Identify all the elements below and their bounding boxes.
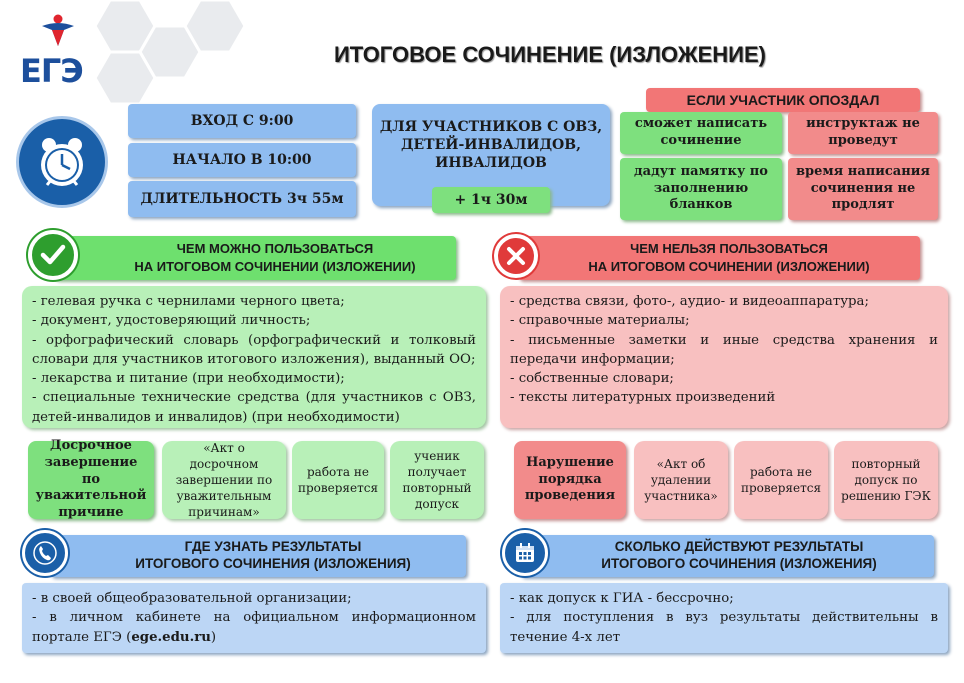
early-completion-act: «Акт о досрочном завершении по уважитель… xyxy=(162,441,286,519)
violation-title: Нарушение порядка проведения xyxy=(514,441,626,519)
forbidden-item: - собственные словари; xyxy=(510,371,674,387)
allowed-header-line-1: ЧЕМ МОЖНО ПОЛЬЗОВАТЬСЯ xyxy=(176,240,374,256)
early-completion-title: Досрочное завершение по уважительной при… xyxy=(28,438,154,520)
cross-badge xyxy=(494,234,538,278)
check-badge xyxy=(28,230,78,280)
results-valid-header-line-2: ИТОГОВОГО СОЧИНЕНИЯ (ИЗЛОЖЕНИЯ) xyxy=(601,555,877,571)
start-time: НАЧАЛО В 10:00 xyxy=(128,143,356,177)
late-can-write: сможет написать сочинение xyxy=(620,112,782,154)
alarm-clock-icon xyxy=(41,138,83,186)
late-header: ЕСЛИ УЧАСТНИК ОПОЗДАЛ xyxy=(646,88,920,112)
violation-retake: повторный допуск по решению ГЭК xyxy=(834,441,938,519)
page-title: ИТОГОВОЕ СОЧИНЕНИЕ (ИЗЛОЖЕНИЕ) xyxy=(333,42,766,67)
late-memo: дадут памятку по заполнению бланков xyxy=(620,158,782,220)
results-valid-header-line-1: СКОЛЬКО ДЕЙСТВУЮТ РЕЗУЛЬТАТЫ xyxy=(614,538,864,554)
logo-figure-icon xyxy=(42,14,74,46)
allowed-item: - орфографический словарь (орфографическ… xyxy=(32,332,476,367)
forbidden-item: - справочные материалы; xyxy=(510,313,690,329)
allowed-item: - документ, удостоверяющий личность; xyxy=(32,313,311,329)
forbidden-item: - тексты литературных произведений xyxy=(510,390,776,406)
violation-not-checked: работа не проверяется xyxy=(734,441,828,519)
portal-link[interactable]: ege.edu.ru xyxy=(131,629,211,645)
early-not-checked: работа не проверяется xyxy=(292,441,384,519)
extra-time-badge: + 1ч 30м xyxy=(432,187,550,213)
results-where-header-line-2: ИТОГОВОГО СОЧИНЕНИЯ (ИЗЛОЖЕНИЯ) xyxy=(135,555,411,571)
results-valid-header: СКОЛЬКО ДЕЙСТВУЮТ РЕЗУЛЬТАТЫ ИТОГОВОГО С… xyxy=(520,535,934,577)
close-icon xyxy=(507,247,525,265)
duration: ДЛИТЕЛЬНОСТЬ 3ч 55м xyxy=(128,181,356,217)
phone-badge xyxy=(22,530,68,576)
forbidden-item: - письменные заметки и иные средства хра… xyxy=(510,332,938,367)
forbidden-list: - средства связи, фото-, аудио- и видеоа… xyxy=(500,286,948,428)
special-line-3: ИНВАЛИДОВ xyxy=(435,155,547,171)
allowed-item: - гелевая ручка с чернилами черного цвет… xyxy=(32,294,345,309)
results-valid-list: - как допуск к ГИА - бессрочно; - для по… xyxy=(500,583,948,653)
logo-text: ЕГЭ xyxy=(20,52,84,90)
early-retake: ученик получает повторный допуск xyxy=(390,441,484,519)
special-line-2: ДЕТЕЙ-ИНВАЛИДОВ, xyxy=(401,137,581,153)
forbidden-header-line-1: ЧЕМ НЕЛЬЗЯ ПОЛЬЗОВАТЬСЯ xyxy=(630,240,828,256)
results-where-item-suffix: ) xyxy=(210,629,217,645)
results-where-header: ГДЕ УЗНАТЬ РЕЗУЛЬТАТЫ ИТОГОВОГО СОЧИНЕНИ… xyxy=(50,535,466,577)
hexagon-background xyxy=(93,0,247,106)
results-valid-item: - для поступления в вуз результаты дейст… xyxy=(510,610,938,645)
special-line-1: ДЛЯ УЧАСТНИКОВ С ОВЗ, xyxy=(379,119,603,135)
late-no-extend: время написания сочинения не продлят xyxy=(788,158,938,220)
forbidden-header-line-2: НА ИТОГОВОМ СОЧИНЕНИИ (ИЗЛОЖЕНИИ) xyxy=(588,258,870,274)
late-no-briefing: инструктаж не проведут xyxy=(788,112,938,154)
forbidden-header: ЧЕМ НЕЛЬЗЯ ПОЛЬЗОВАТЬСЯ НА ИТОГОВОМ СОЧИ… xyxy=(518,236,920,280)
allowed-header: ЧЕМ МОЖНО ПОЛЬЗОВАТЬСЯ НА ИТОГОВОМ СОЧИН… xyxy=(54,236,456,280)
results-where-item-text: - в личном кабинете на официальном инфор… xyxy=(32,610,476,645)
results-where-header-line-1: ГДЕ УЗНАТЬ РЕЗУЛЬТАТЫ xyxy=(184,538,362,554)
calendar-badge xyxy=(502,530,548,576)
results-where-item: - в своей общеобразовательной организаци… xyxy=(32,591,352,606)
special-participants-box: ДЛЯ УЧАСТНИКОВ С ОВЗ, ДЕТЕЙ-ИНВАЛИДОВ, И… xyxy=(372,104,610,206)
forbidden-item: - средства связи, фото-, аудио- и видеоа… xyxy=(510,294,869,309)
check-icon xyxy=(40,244,66,265)
allowed-item: - лекарства и питание (при необходимости… xyxy=(32,371,345,387)
violation-act: «Акт об удалении участника» xyxy=(634,441,728,519)
allowed-list: - гелевая ручка с чернилами черного цвет… xyxy=(22,286,486,428)
results-where-item: - в личном кабинете на официальном инфор… xyxy=(32,608,476,647)
allowed-item: - специальные технические средства (для … xyxy=(32,390,476,425)
calendar-icon xyxy=(516,543,534,562)
clock-badge xyxy=(16,116,108,208)
entry-time: ВХОД С 9:00 xyxy=(128,104,356,138)
results-where-list: - в своей общеобразовательной организаци… xyxy=(22,583,486,653)
phone-icon xyxy=(33,541,57,565)
ege-logo: ЕГЭ xyxy=(16,12,96,90)
results-valid-item: - как допуск к ГИА - бессрочно; xyxy=(510,591,734,606)
allowed-header-line-2: НА ИТОГОВОМ СОЧИНЕНИИ (ИЗЛОЖЕНИИ) xyxy=(134,258,416,274)
